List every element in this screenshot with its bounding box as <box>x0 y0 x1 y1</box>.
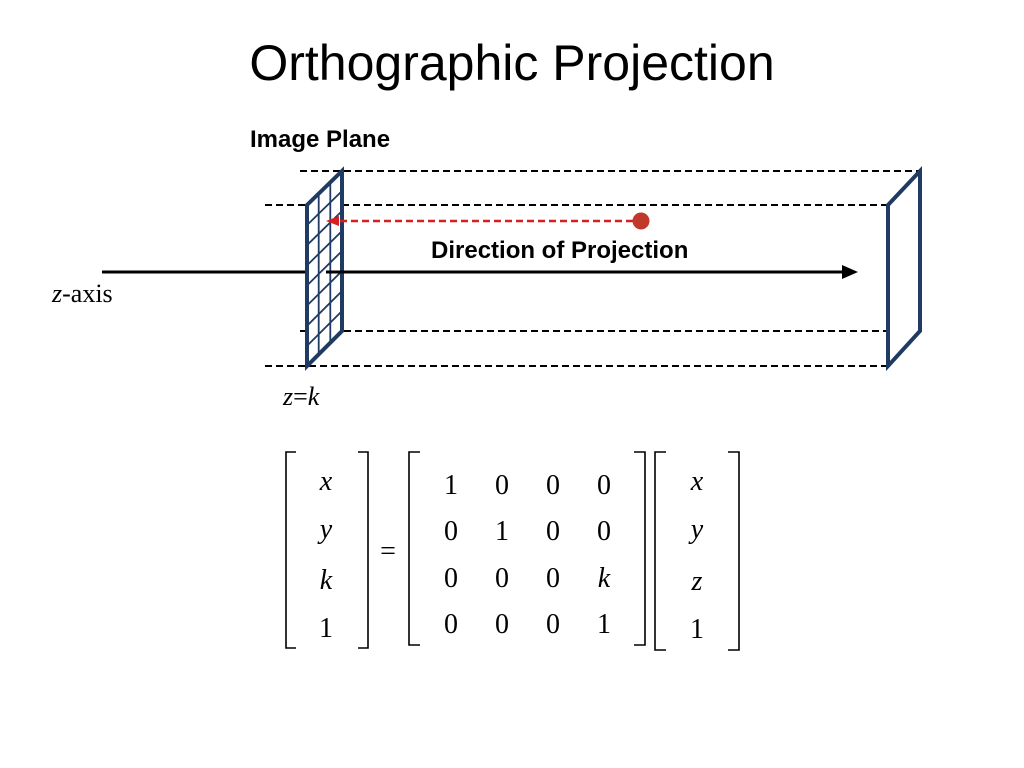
matrix-cell: 0 <box>444 516 458 547</box>
arrowhead-icon <box>842 265 858 279</box>
matrix-cell: 1 <box>495 516 509 547</box>
slide-title: Orthographic Projection <box>249 35 775 91</box>
matrix-cell: 0 <box>546 516 560 547</box>
matrix-equation: x y k 1 = 1 0 0 0 0 1 0 0 0 0 0 k 0 0 0 … <box>285 451 740 651</box>
matrix-cell: 0 <box>546 563 560 594</box>
direction-label: Direction of Projection <box>431 237 688 264</box>
lhs-vector-entry: x <box>319 466 333 497</box>
lhs-vector-entry: k <box>320 565 333 596</box>
dashed-box-lines <box>265 170 920 367</box>
matrix-bracket-right <box>634 451 646 646</box>
lhs-vector-entry: y <box>317 514 333 545</box>
matrix-cell: 0 <box>495 609 509 640</box>
matrix-cell: 1 <box>444 470 458 501</box>
z-axis-label: z-axis <box>51 279 113 308</box>
rhs-vector-entry: 1 <box>690 614 704 645</box>
matrix-bracket-left <box>408 451 420 646</box>
equals-sign: = <box>380 536 396 567</box>
rhs-vector-entry: y <box>688 514 704 545</box>
rhs-vector-entry: z <box>691 566 703 597</box>
matrix-cell: 0 <box>546 609 560 640</box>
matrix-cell: 0 <box>597 516 611 547</box>
direction-arrow <box>326 265 858 279</box>
matrix-cell: 0 <box>495 563 509 594</box>
matrix-cell: 0 <box>444 563 458 594</box>
point-icon <box>632 212 650 230</box>
projection-arrowhead-icon <box>326 216 339 226</box>
rhs-bracket-left <box>654 451 666 651</box>
image-plane-label: Image Plane <box>250 126 390 153</box>
lhs-bracket-right <box>358 451 369 649</box>
rhs-bracket-right <box>728 451 740 651</box>
far-plane <box>886 165 922 372</box>
rhs-vector-entry: x <box>690 466 704 497</box>
brackets <box>285 451 740 651</box>
image-plane <box>305 166 344 371</box>
matrix-cell: 0 <box>546 470 560 501</box>
matrix-cell: 0 <box>597 470 611 501</box>
matrix-cell: 1 <box>597 609 611 640</box>
matrix-cell: 0 <box>444 609 458 640</box>
image-plane-grid <box>306 182 343 355</box>
lhs-vector-entry: 1 <box>319 613 333 644</box>
matrix-cell: k <box>598 563 611 594</box>
matrix-cell: 0 <box>495 470 509 501</box>
projection-ray <box>326 212 650 230</box>
lhs-bracket-left <box>285 451 296 649</box>
plane-equation-label: z=k <box>282 382 320 411</box>
